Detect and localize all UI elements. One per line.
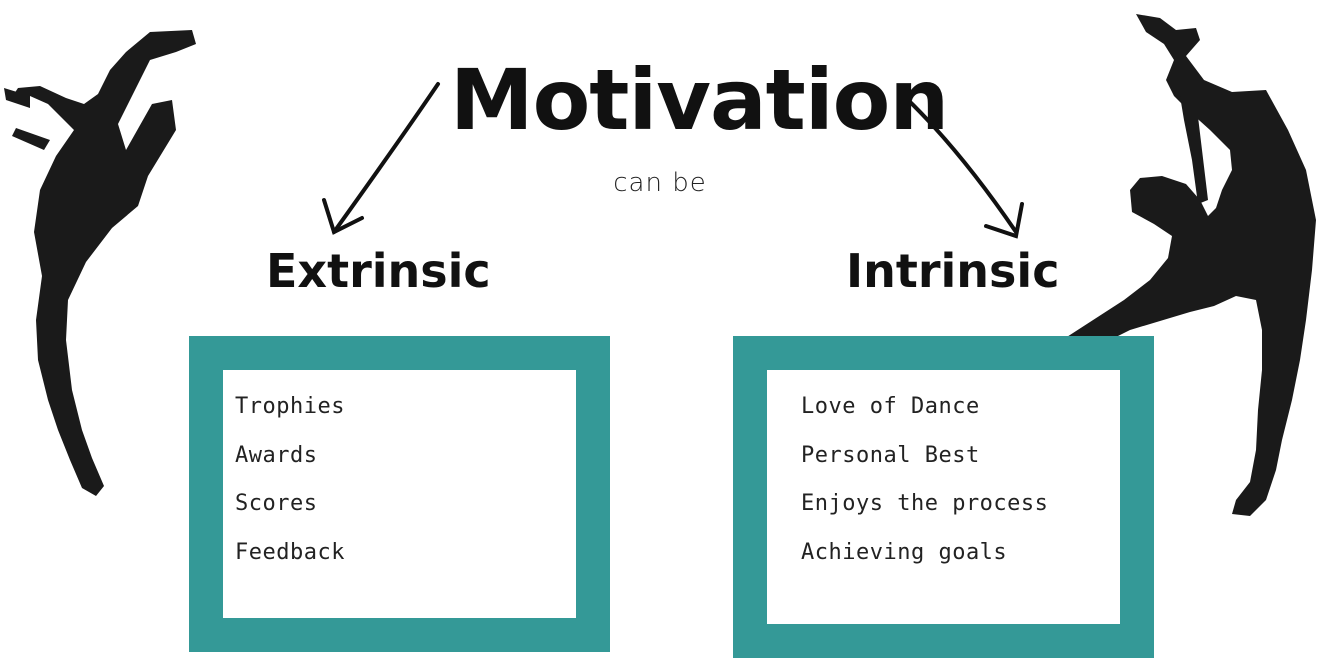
intrinsic-list: Love of Dance Personal Best Enjoys the p… — [801, 390, 1048, 584]
arrow-right-icon — [904, 96, 1024, 239]
arrow-left-icon — [322, 82, 440, 235]
extrinsic-box: Trophies Awards Scores Feedback — [189, 336, 610, 652]
list-item: Awards — [235, 442, 318, 468]
list-item: Personal Best — [801, 442, 980, 468]
diagram-title: Motivation — [450, 51, 949, 149]
list-item: Enjoys the process — [801, 491, 1049, 516]
diagram-subtitle: can be — [613, 168, 707, 198]
extrinsic-label: Extrinsic — [266, 244, 491, 298]
intrinsic-box: Love of Dance Personal Best Enjoys the p… — [733, 336, 1154, 658]
list-item: Love of Dance — [801, 394, 980, 419]
list-item: Scores — [235, 491, 318, 516]
dancer-silhouette-left-icon — [4, 30, 196, 496]
dancer-silhouette-right-icon — [1030, 14, 1316, 516]
list-item: Achieving goals — [801, 539, 1008, 565]
extrinsic-list: Trophies Awards Scores Feedback — [235, 390, 345, 584]
list-item: Feedback — [235, 539, 345, 565]
intrinsic-label: Intrinsic — [846, 244, 1060, 298]
list-item: Trophies — [235, 394, 345, 419]
